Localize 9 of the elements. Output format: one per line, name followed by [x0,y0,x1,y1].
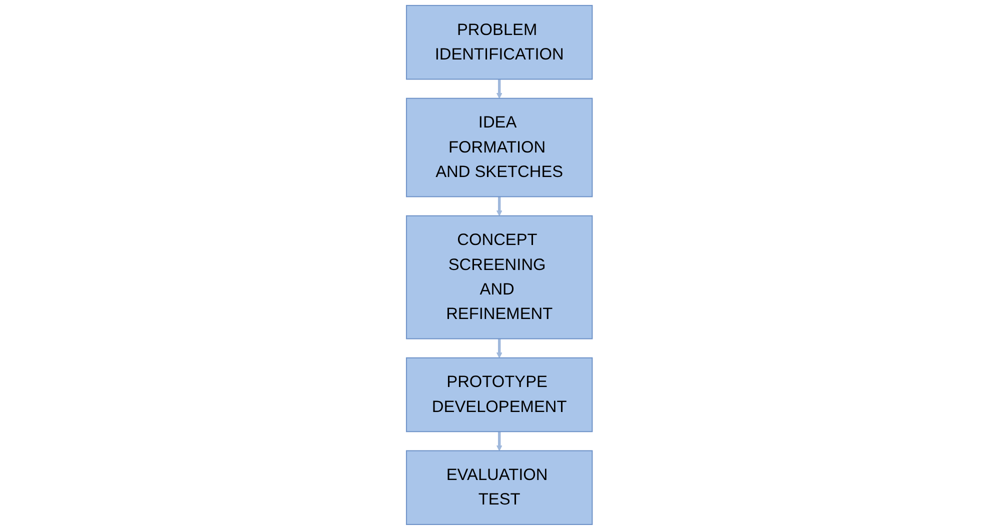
node-box: CONCEPT SCREENING AND REFINEMENT [406,215,593,340]
node-box: IDEA FORMATION AND SKETCHES [406,98,593,198]
node-box: PROBLEM IDENTIFICATION [406,4,593,80]
node-box: PROTOTYPE DEVELOPEMENT [406,357,593,432]
arrow [496,79,502,99]
arrow [496,338,502,358]
arrow [496,196,502,216]
node-box: EVALUATION TEST [406,450,593,526]
arrow [496,432,502,452]
